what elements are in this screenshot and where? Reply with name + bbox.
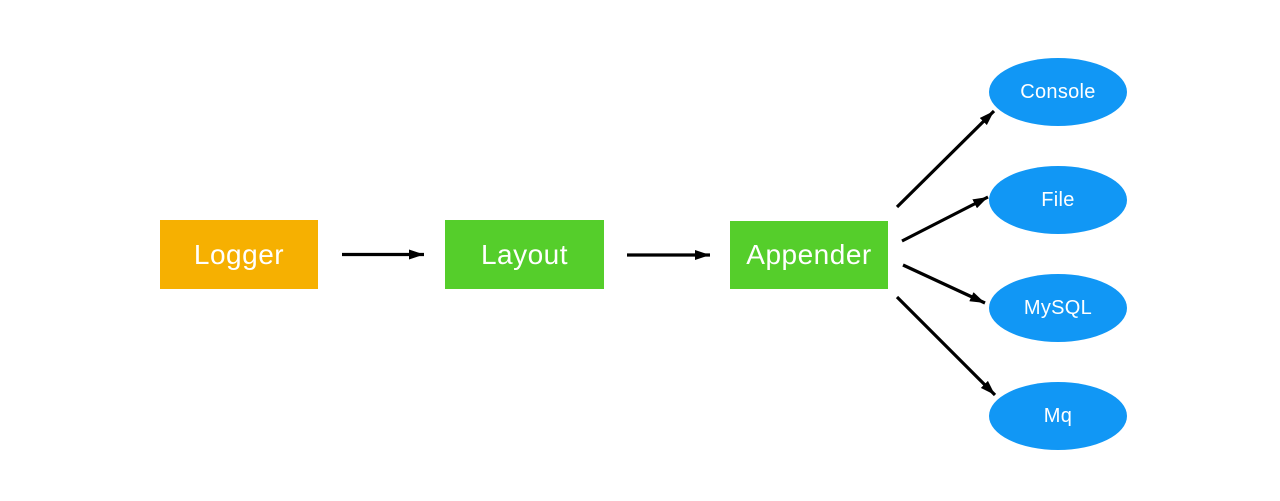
node-layout: Layout [445, 220, 604, 289]
node-console: Console [989, 58, 1127, 126]
node-file-label: File [1041, 188, 1075, 211]
node-mq-label: Mq [1043, 404, 1073, 427]
arrow-appender-to-mysql [902, 263, 986, 305]
node-appender-label: Appender [746, 239, 872, 270]
node-appender: Appender [730, 221, 888, 289]
arrow-appender-to-file [901, 195, 989, 243]
node-mysql-label: MySQL [1023, 296, 1093, 319]
node-console-label: Console [1020, 80, 1096, 103]
node-logger: Logger [160, 220, 318, 289]
node-mysql: MySQL [989, 274, 1127, 342]
node-logger-label: Logger [193, 238, 285, 270]
node-layout-label: Layout [480, 238, 569, 270]
node-file: File [989, 166, 1127, 234]
arrow-appender-to-console [895, 109, 996, 209]
node-mq: Mq [989, 382, 1127, 450]
arrow-appender-to-mq [895, 295, 997, 397]
